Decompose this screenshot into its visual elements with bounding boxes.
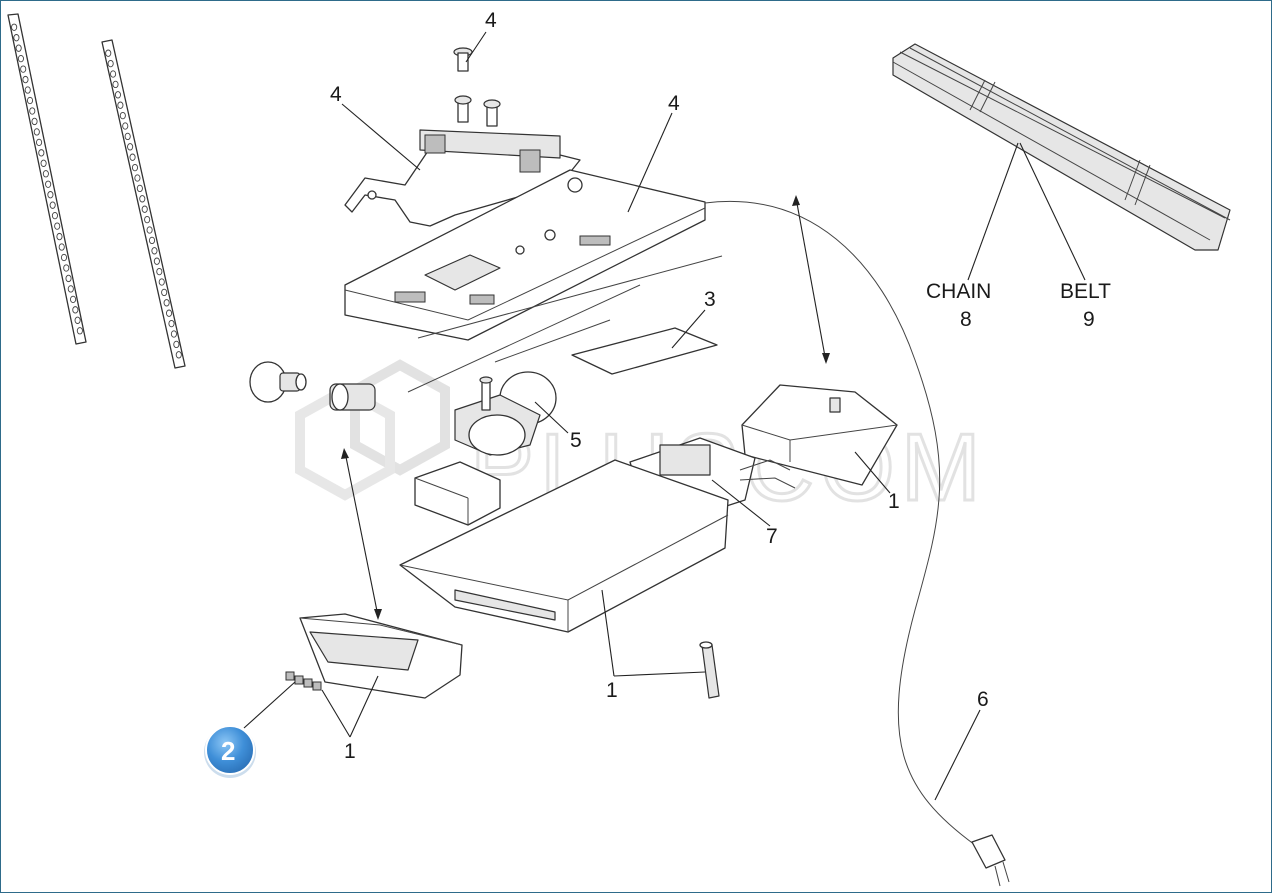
lens-screws <box>285 671 322 691</box>
callout-motor: 5 <box>570 429 582 452</box>
callout-diffuser: 3 <box>704 288 716 311</box>
strap-hole <box>58 243 65 251</box>
strap-hole <box>45 180 52 188</box>
strap-hole <box>170 330 177 338</box>
strap-hole <box>122 122 129 130</box>
strap-hole <box>156 267 163 276</box>
belt-label: BELT <box>1060 280 1111 303</box>
strap-hole <box>54 222 61 230</box>
power-cord <box>704 201 1010 887</box>
strap-hole <box>112 80 119 89</box>
strap-hole <box>70 295 77 304</box>
strap-hole <box>74 316 81 324</box>
strap-hole <box>51 211 58 220</box>
strap-hole <box>146 226 153 234</box>
callout-cover-box: 1 <box>888 490 900 513</box>
lens-cover <box>299 613 463 699</box>
strap-hole <box>11 23 18 31</box>
rail-labels: CHAIN 8 BELT 9 <box>926 280 1111 331</box>
strap-hole <box>110 70 117 78</box>
strap-hole <box>148 236 156 245</box>
hanging-strap-left <box>7 13 87 345</box>
strap-hole <box>49 201 56 209</box>
step-badge-number: 2 <box>221 736 235 766</box>
strap-hole <box>13 34 20 42</box>
strap-hole <box>151 247 158 255</box>
callout-lens: 1 <box>344 740 356 763</box>
strap-hole <box>15 44 22 52</box>
strap-hole <box>173 340 180 349</box>
long-screw <box>699 641 720 699</box>
chain-label: CHAIN <box>926 280 991 303</box>
strap-hole <box>119 111 126 120</box>
diffuser-sheet <box>571 327 718 375</box>
strap-hole <box>76 327 83 335</box>
callout-labels: 4 4 4 3 5 1 7 1 1 6 <box>330 9 989 763</box>
strap-hole <box>129 153 136 161</box>
strap-hole <box>161 288 168 297</box>
strap-hole <box>38 149 45 157</box>
strap-hole <box>139 195 146 203</box>
strap-hole <box>134 174 141 182</box>
strap-hole <box>67 285 74 293</box>
hanging-strap-right <box>101 39 186 369</box>
strap-hole <box>56 232 63 241</box>
strap-hole <box>33 128 40 136</box>
strap-hole <box>60 253 68 262</box>
strap-hole <box>136 184 143 193</box>
strap-hole <box>22 75 29 84</box>
strap-hole <box>17 54 24 63</box>
strap-hole <box>168 319 175 328</box>
mounting-bracket <box>344 95 581 227</box>
strap-hole <box>144 215 151 224</box>
strap-hole <box>127 143 134 151</box>
rail-profile <box>892 43 1231 251</box>
strap-hole <box>153 257 160 265</box>
strap-hole <box>175 351 182 359</box>
rear-cover-box <box>741 384 898 486</box>
callout-chassis: 4 <box>668 92 680 115</box>
strap-hole <box>165 309 173 317</box>
strap-hole <box>42 170 49 178</box>
strap-hole <box>26 96 34 105</box>
strap-hole <box>117 101 124 109</box>
chassis-plate <box>344 169 706 341</box>
top-screw <box>453 47 473 72</box>
strap-hole <box>141 205 148 213</box>
strap-hole <box>40 159 47 167</box>
callout-housing: 1 <box>606 679 618 702</box>
strap-hole <box>31 117 38 126</box>
strap-hole <box>20 65 27 73</box>
chain-number: 8 <box>960 308 972 331</box>
step-badge: 2 <box>204 725 256 778</box>
main-housing <box>399 459 729 633</box>
strap-hole <box>114 91 121 99</box>
guide-lines <box>407 255 723 393</box>
strap-hole <box>24 86 31 94</box>
callout-power-cord: 6 <box>977 688 989 711</box>
assembly-arrows <box>341 195 830 620</box>
strap-hole <box>131 163 139 172</box>
strap-hole <box>124 132 131 141</box>
strap-hole <box>163 299 170 307</box>
leader-lines <box>243 31 1086 801</box>
callout-top-screw: 4 <box>485 9 497 32</box>
light-bulb <box>249 361 307 403</box>
bulb-socket <box>329 383 376 411</box>
callout-bracket: 4 <box>330 83 342 106</box>
strap-hole <box>63 264 70 272</box>
belt-number: 9 <box>1083 308 1095 331</box>
strap-hole <box>72 306 79 314</box>
relay-box <box>414 461 501 526</box>
strap-hole <box>107 59 114 68</box>
motor-assembly <box>454 371 557 456</box>
strap-hole <box>29 107 36 115</box>
strap-hole <box>105 49 112 57</box>
strap-hole <box>158 278 165 286</box>
strap-hole <box>36 138 43 147</box>
strap-hole <box>47 191 54 199</box>
callout-transformer: 7 <box>766 525 778 548</box>
strap-hole <box>65 274 72 283</box>
